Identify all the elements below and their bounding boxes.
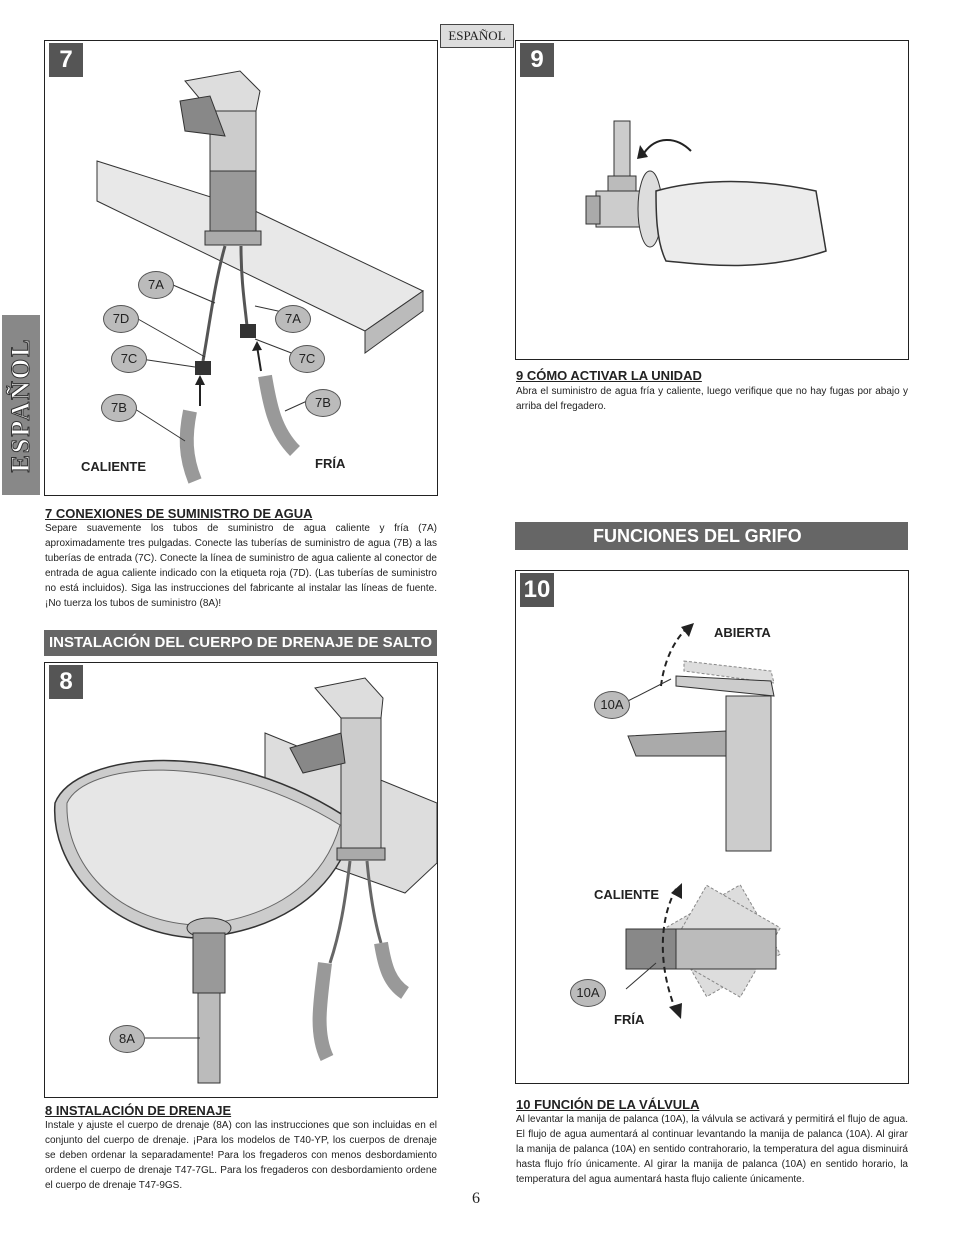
step9-heading: 9 CÓMO ACTIVAR LA UNIDAD bbox=[516, 368, 702, 383]
cold-label: FRÍA bbox=[315, 456, 346, 471]
step7-illustration-panel: 7 7A 7D 7A 7C 7C 7B 7B CALIENTE FRÍA bbox=[44, 40, 438, 496]
step7-number: 7 bbox=[49, 43, 83, 77]
step8-drain-illustration bbox=[54, 677, 437, 1084]
functions-section-banner: FUNCIONES DEL GRIFO bbox=[515, 522, 908, 550]
step9-number: 9 bbox=[520, 43, 554, 77]
callout-7b-left: 7B bbox=[101, 394, 137, 422]
step7-text: Separe suavemente los tubos de suministr… bbox=[45, 523, 437, 609]
step10-illustration-panel: 10 ABIERTA 10A CALIENTE 10A FRÍA bbox=[515, 570, 909, 1084]
open-label: ABIERTA bbox=[714, 625, 771, 640]
step10-number: 10 bbox=[520, 573, 554, 607]
callout-10a-bottom: 10A bbox=[570, 979, 606, 1007]
side-language-tab: ESPAÑOL bbox=[2, 315, 40, 495]
callout-8a: 8A bbox=[109, 1025, 145, 1053]
functions-section-title: FUNCIONES DEL GRIFO bbox=[593, 526, 802, 546]
step7-faucet-illustration bbox=[96, 70, 424, 484]
callout-10a-top: 10A bbox=[594, 691, 630, 719]
step8-text: Instale y ajuste el cuerpo de drenaje (8… bbox=[45, 1120, 437, 1191]
callout-7c-right: 7C bbox=[289, 345, 325, 373]
step8-number: 8 bbox=[49, 665, 83, 699]
step7-heading: 7 CONEXIONES DE SUMINISTRO DE AGUA bbox=[45, 506, 313, 521]
hot-label: CALIENTE bbox=[81, 459, 146, 474]
callout-7d: 7D bbox=[103, 305, 139, 333]
step9-illustration-panel: 9 bbox=[515, 40, 909, 360]
step10-text: Al levantar la manija de palanca (10A), … bbox=[516, 1114, 908, 1185]
cold-label-10: FRÍA bbox=[614, 1012, 645, 1027]
page-number: 6 bbox=[472, 1190, 480, 1207]
hot-label-10: CALIENTE bbox=[594, 887, 659, 902]
callout-7b-right: 7B bbox=[305, 389, 341, 417]
step10-heading: 10 FUNCIÓN DE LA VÁLVULA bbox=[516, 1097, 700, 1112]
language-tag: ESPAÑOL bbox=[440, 24, 514, 48]
drain-section-banner: INSTALACIÓN DEL CUERPO DE DRENAJE DE SAL… bbox=[44, 630, 437, 656]
step10-handle-illustration bbox=[623, 623, 781, 1019]
drain-section-title: INSTALACIÓN DEL CUERPO DE DRENAJE DE SAL… bbox=[49, 634, 433, 651]
callout-7c-left: 7C bbox=[111, 345, 147, 373]
step8-illustration-panel: 8 8A bbox=[44, 662, 438, 1098]
side-tab-label: ESPAÑOL bbox=[6, 337, 36, 473]
step8-heading: 8 INSTALACIÓN DE DRENAJE bbox=[45, 1103, 232, 1118]
step9-valve-illustration bbox=[585, 120, 827, 267]
callout-7a-left: 7A bbox=[138, 271, 174, 299]
step9-text: Abra el suministro de agua fría y calien… bbox=[516, 386, 908, 412]
callout-7a-right: 7A bbox=[275, 305, 311, 333]
